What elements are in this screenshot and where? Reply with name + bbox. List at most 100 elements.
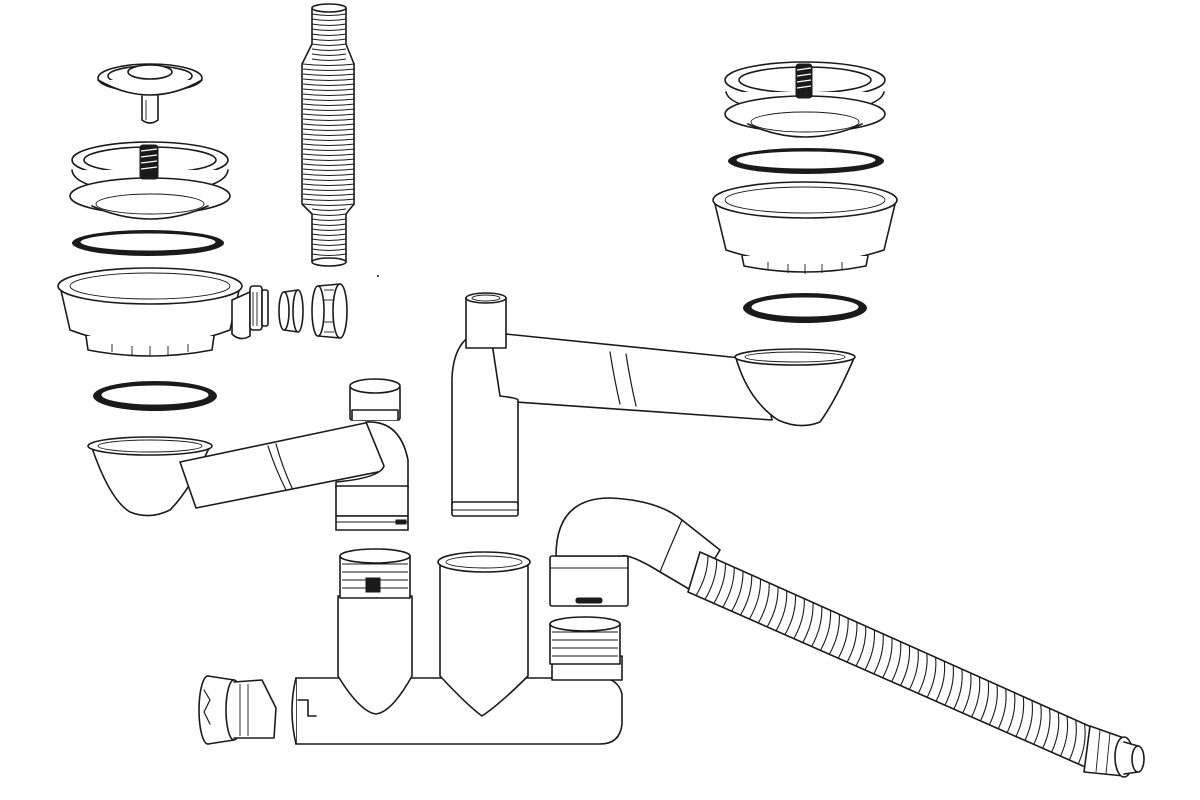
hose-rib [988,684,998,726]
hose-rib [926,657,937,698]
hose-rib [811,606,823,647]
hose-rib [1024,700,1033,741]
left-sink-outlet-bowl [57,267,269,357]
hose-rib [302,198,356,202]
hose-rib [311,213,347,217]
hose-rib [1077,723,1086,765]
hose-rib [855,626,867,667]
hose-rib [311,218,347,222]
hose-rib [908,649,919,690]
left-strainer-plug [97,63,203,124]
hose-rib [935,661,946,702]
hose-rib [302,98,356,102]
hose-rib [302,83,356,87]
hose-rib [311,13,347,17]
hose-rib [1068,719,1077,761]
hose-rib [1051,712,1060,753]
overflow-washer [278,289,304,333]
hose-rib [311,53,347,57]
overflow-nut [311,283,348,339]
hose-rib [695,555,709,596]
siphon-elbow-outlet [549,497,721,665]
right-sealing-ring-upper [728,148,884,174]
left-outlet-elbow-pipe [87,378,409,531]
hose-rib [302,108,356,112]
hose-rib [302,193,356,197]
hose-rib [704,559,718,600]
hose-rib [311,23,347,27]
hose-rib [731,571,744,612]
hose-rib [302,68,356,72]
hose-rib [311,253,347,257]
hose-rib [311,233,347,237]
hose-rib [302,143,356,147]
hose-rib [837,618,849,659]
hose-rib [302,163,356,167]
left-sealing-ring-lower [93,381,217,411]
hose-rib [302,173,356,177]
hose-rib [873,633,884,675]
left-sealing-ring-upper [72,230,224,256]
right-sink-outlet-bowl [712,181,898,274]
hose-rib [302,203,356,207]
hose-rib [962,672,972,714]
hose-rib [900,645,911,686]
hose-rib [302,148,356,152]
hose-rib [311,48,347,52]
hose-rib [713,563,727,604]
hose-rib [1015,696,1025,737]
hose-rib [311,18,347,22]
siphon-double-inlet-manifold [291,548,623,745]
hose-rib [882,637,893,679]
hose-rib [302,183,356,187]
hose-rib [980,680,990,722]
vertical-connector-pipe [451,292,519,517]
hose-rib [302,118,356,122]
hose-rib [311,28,347,32]
hose-rib [864,629,876,671]
hose-rib [722,567,735,608]
hose-rib [953,669,963,710]
hose-rib [311,208,347,212]
hose-rib [1042,708,1051,749]
hose-rib [302,178,356,182]
hose-rib [784,594,797,635]
hose-rib [302,88,356,92]
hose-rib [302,73,356,77]
hose-rib [302,128,356,132]
hose-rib [917,653,928,694]
hose-rib [311,228,347,232]
hose-rib [311,243,347,247]
hose-rib [302,63,356,67]
hose-rib [302,103,356,107]
hose-rib [944,665,954,706]
hose-rib [302,153,356,157]
hose-rib [1059,716,1069,757]
hose-rib [302,113,356,117]
corrugated-drain-hose [687,551,1145,778]
hose-rib [802,602,814,643]
hose-rib [757,582,770,624]
hose-rib [740,575,753,616]
hose-rib [302,78,356,82]
hose-rib [311,38,347,42]
hose-rib [311,238,347,242]
hose-rib [971,676,981,718]
hose-rib [820,610,832,651]
siphon-cleaning-cap [198,675,277,745]
hose-rib [891,641,902,682]
right-strainer-basket [724,61,886,138]
hose-rib [302,188,356,192]
hose-rib [828,614,840,655]
right-sealing-ring-lower [743,293,867,323]
hose-rib [302,168,356,172]
hose-rib [302,93,356,97]
hose-rib [311,223,347,227]
hose-rib [766,586,779,628]
hose-rib [311,248,347,252]
hose-rib [311,33,347,37]
hose-rib [846,622,858,663]
hose-rib [775,590,788,632]
